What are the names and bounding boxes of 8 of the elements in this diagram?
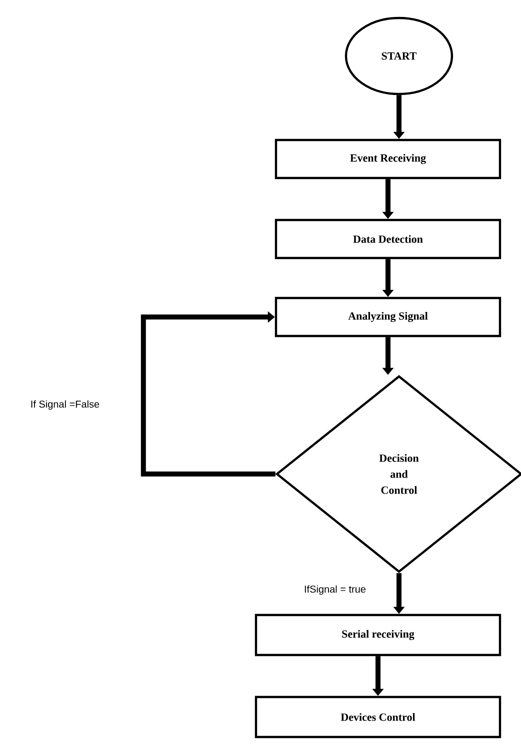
process-box: Event Receiving	[274, 138, 502, 180]
process-box: Devices Control	[254, 696, 502, 738]
process-box: Serial receiving	[254, 614, 502, 656]
edge-label: If Signal =False	[29, 399, 101, 411]
process-box: Analyzing Signal	[274, 296, 502, 338]
edge-label: IfSignal = true	[303, 584, 367, 596]
process-box: Data Detection	[274, 218, 502, 260]
arrow	[140, 311, 276, 476]
